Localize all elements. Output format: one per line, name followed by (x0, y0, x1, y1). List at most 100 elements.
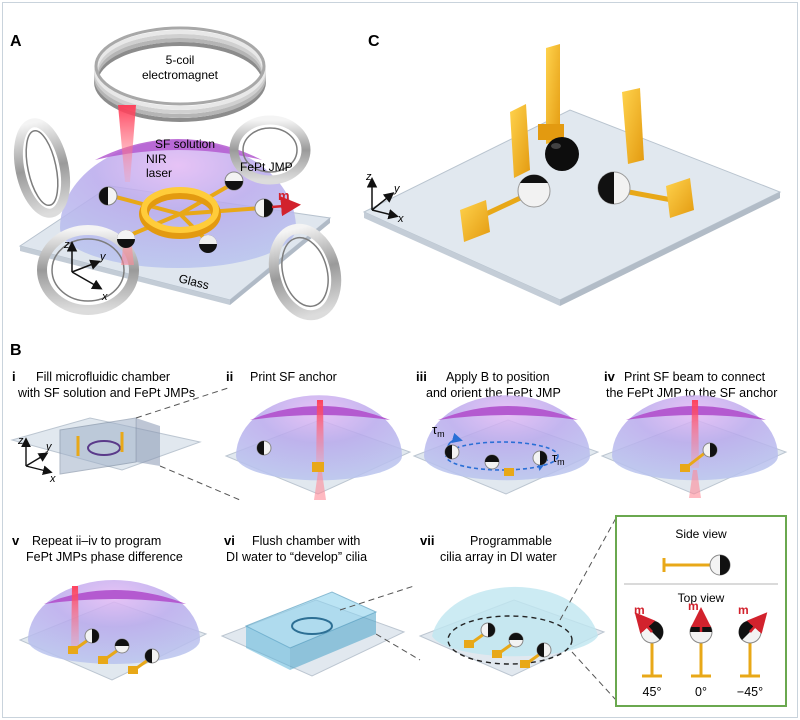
step-v-caption: v Repeat ii–iv to program FePt JMPs phas… (12, 533, 183, 564)
svg-text:iii: iii (416, 369, 427, 384)
jmp-sphere (545, 137, 579, 171)
svg-text:cilia array in DI water: cilia array in DI water (440, 550, 557, 564)
jmp-particles (98, 171, 274, 253)
svg-text:Apply B to position: Apply B to position (446, 370, 550, 384)
axes-a: z y x (63, 239, 108, 303)
fept-jmp-label: FePt JMP (240, 160, 293, 174)
svg-text:45°: 45° (643, 685, 662, 699)
side-view-label: Side view (675, 527, 727, 541)
glass-substrate (362, 109, 782, 301)
svg-text:Print SF anchor: Print SF anchor (250, 370, 337, 384)
step-ii-caption: ii Print SF anchor (226, 369, 337, 384)
svg-text:x: x (49, 473, 56, 485)
sf-solution-label: SF solution (155, 137, 215, 151)
top-electromagnet-coil (94, 26, 266, 122)
step-ii-scene (224, 395, 412, 500)
step-iv-scene (600, 395, 788, 498)
laser-beam (71, 586, 79, 650)
sf-anchor (312, 462, 324, 472)
jmp-particle (224, 171, 244, 191)
step-iii-caption: iii Apply B to position and orient the F… (416, 369, 561, 400)
svg-text:DI water to “develop” cilia: DI water to “develop” cilia (226, 550, 367, 564)
svg-text:vii: vii (420, 533, 434, 548)
torque-label: τm (552, 450, 565, 467)
step-iv-caption: iv Print SF beam to connect the FePt JMP… (604, 369, 777, 400)
panel-a-letter: A (10, 33, 22, 50)
sf-anchor (128, 666, 138, 674)
svg-text:vi: vi (224, 533, 235, 548)
svg-text:m: m (634, 603, 645, 617)
right-back-coil (229, 115, 311, 185)
sf-anchor (98, 656, 108, 664)
sf-beam (687, 450, 707, 468)
svg-text:Fill microfluidic chamber: Fill microfluidic chamber (36, 370, 170, 384)
cilium-anchor-post (546, 44, 560, 144)
panel-c-letter: C (368, 33, 380, 50)
sf-anchor (504, 468, 514, 476)
svg-text:v: v (12, 533, 20, 548)
top-view-cilium-45: m 45° (634, 603, 664, 699)
zoom-ellipse (447, 615, 573, 665)
torque-label: τm (432, 422, 445, 439)
svg-text:i: i (12, 369, 16, 384)
panel-c: C z y x (362, 33, 782, 306)
svg-text:Repeat ii–iv to program: Repeat ii–iv to program (32, 534, 161, 548)
svg-text:with SF solution and FePt JMPs: with SF solution and FePt JMPs (17, 386, 195, 400)
svg-text:iv: iv (604, 369, 616, 384)
svg-text:x: x (101, 291, 108, 303)
laser-beam (691, 400, 699, 468)
zoom-line (339, 585, 415, 611)
left-front-coil (37, 225, 139, 315)
step-vii-scene (418, 517, 617, 701)
svg-text:−45°: −45° (737, 685, 763, 699)
svg-text:0°: 0° (695, 685, 707, 699)
nir-label-line2: laser (146, 166, 172, 180)
nir-label-line1: NIR (146, 152, 167, 166)
nir-laser-beam (118, 105, 136, 182)
orientation-inset: Side view Top view m 45° m 0° (615, 515, 787, 707)
top-view-cilium-0: m 0° (688, 599, 713, 699)
dome (28, 580, 200, 664)
svg-text:m: m (738, 603, 749, 617)
coil-label-line2: electromagnet (142, 68, 219, 82)
svg-text:z: z (17, 435, 24, 447)
svg-text:y: y (45, 441, 53, 453)
laser-beam (316, 400, 324, 470)
sf-anchor (680, 464, 690, 472)
svg-text:y: y (393, 183, 401, 195)
cilium-anchor-plate (460, 200, 490, 242)
step-vi-caption: vi Flush chamber with DI water to “devel… (224, 533, 367, 564)
step-v-scene (18, 580, 208, 681)
cilium-anchor-plate (666, 178, 694, 218)
step-vi-scene (220, 585, 421, 677)
jmp-particle (117, 230, 135, 248)
water-dome (432, 586, 598, 657)
svg-text:y: y (99, 251, 107, 263)
right-front-coil (268, 223, 342, 321)
top-view-label: Top view (678, 591, 725, 605)
m-label: m (278, 188, 290, 203)
svg-text:x: x (397, 213, 404, 225)
coil-label-line1: 5-coil (166, 53, 195, 67)
svg-text:the FePt JMP to the SF anchor: the FePt JMP to the SF anchor (606, 386, 777, 400)
svg-text:FePt JMPs phase difference: FePt JMPs phase difference (26, 550, 183, 564)
zoom-line (135, 387, 229, 419)
step-i-caption: i Fill microfluidic chamber with SF solu… (12, 369, 195, 400)
panel-b-letter: B (10, 342, 22, 359)
jmp-particle (199, 235, 217, 253)
svg-text:ii: ii (226, 369, 233, 384)
svg-text:Print SF beam to connect: Print SF beam to connect (624, 370, 766, 384)
step-vii-caption: vii Programmable cilia array in DI water (420, 533, 557, 564)
glass-plate-side (230, 218, 330, 305)
top-view-cilium-neg45: m −45° (737, 603, 768, 699)
step-iii-scene: τm τm (412, 395, 600, 495)
sf-anchor (68, 646, 78, 654)
jmp-particle (98, 186, 118, 206)
step-i-scene: z y x (10, 387, 241, 501)
left-back-coil (13, 118, 71, 218)
svg-text:Flush chamber with: Flush chamber with (252, 534, 360, 548)
svg-text:z: z (63, 239, 70, 251)
cilium-anchor-post (622, 88, 644, 164)
axes-c: z y x (365, 171, 404, 225)
